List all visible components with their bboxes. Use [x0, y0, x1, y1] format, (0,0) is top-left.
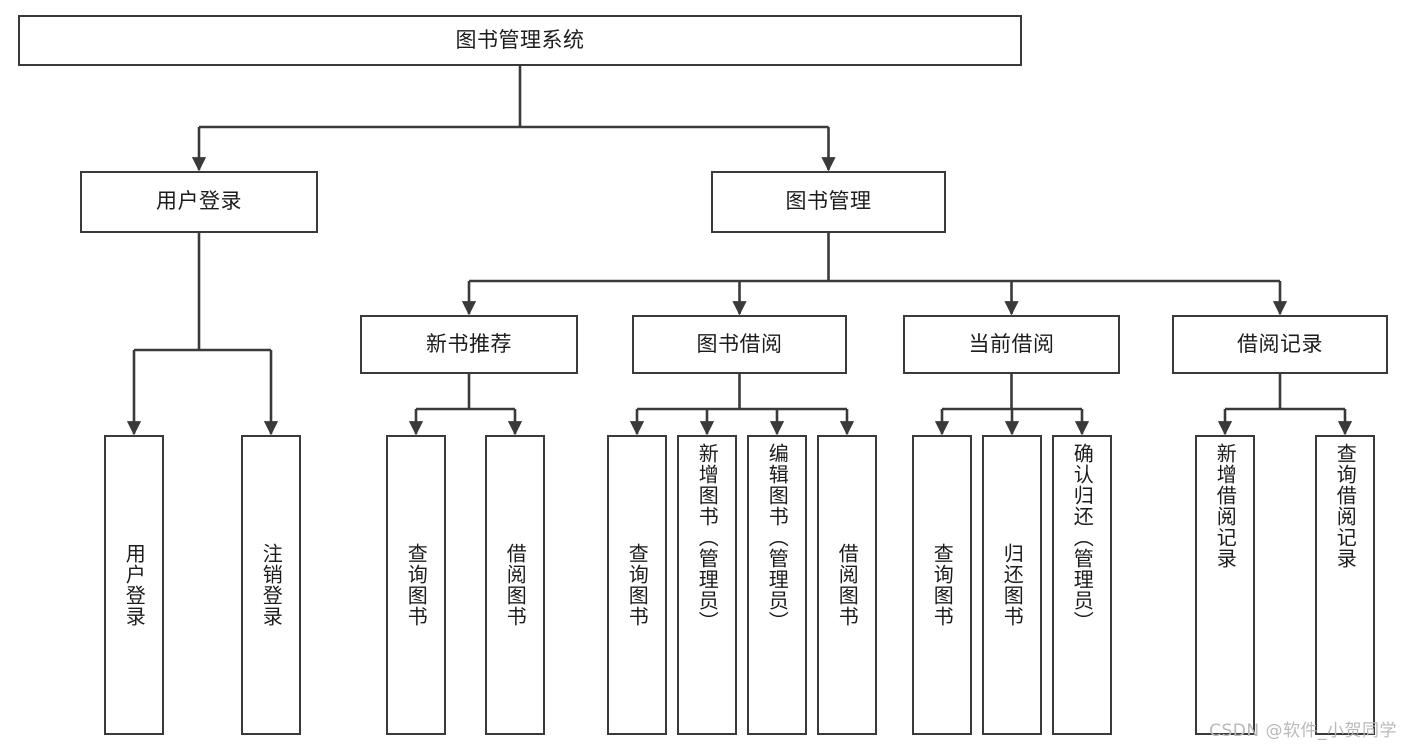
node-leaf-add-borrow-record[interactable]: 新增借阅记录 [1195, 435, 1255, 735]
node-label: 新书推荐 [426, 331, 512, 356]
node-current-borrow[interactable]: 当前借阅 [903, 315, 1120, 374]
node-label: 用户登录 [156, 189, 242, 214]
node-borrow-record[interactable]: 借阅记录 [1172, 315, 1388, 374]
node-label: 当前借阅 [968, 331, 1055, 356]
node-label: 用户登录 [122, 543, 147, 627]
node-label: 借阅图书 [835, 543, 860, 627]
node-label: 注销登录 [259, 543, 284, 627]
node-new-book-recommend[interactable]: 新书推荐 [360, 315, 578, 374]
node-book-borrow[interactable]: 图书借阅 [632, 315, 847, 374]
watermark-text: CSDN @软件_小贺同学 [1209, 721, 1397, 741]
node-leaf-borrow-book[interactable]: 借阅图书 [817, 435, 877, 735]
node-label: 确认归还（管理员） [1070, 443, 1095, 632]
node-user-login[interactable]: 用户登录 [80, 171, 318, 233]
node-book-manage[interactable]: 图书管理 [711, 171, 946, 233]
node-leaf-query-book-current[interactable]: 查询图书 [912, 435, 972, 735]
node-label: 图书管理 [785, 189, 872, 214]
node-label: 借阅图书 [503, 543, 528, 627]
node-leaf-query-book-recommend[interactable]: 查询图书 [386, 435, 446, 735]
node-label: 查询图书 [625, 543, 650, 627]
node-label: 查询图书 [930, 543, 955, 627]
node-label: 查询图书 [404, 543, 429, 627]
node-leaf-query-borrow-record[interactable]: 查询借阅记录 [1315, 435, 1375, 735]
node-leaf-borrow-book-recommend[interactable]: 借阅图书 [485, 435, 545, 735]
node-label: 借阅记录 [1237, 331, 1323, 356]
node-label: 查询借阅记录 [1333, 443, 1358, 569]
node-label: 编辑图书（管理员） [765, 443, 790, 632]
node-label: 新增图书（管理员） [695, 443, 720, 632]
node-leaf-user-login[interactable]: 用户登录 [104, 435, 164, 735]
node-leaf-edit-book[interactable]: 编辑图书（管理员） [747, 435, 807, 735]
node-leaf-query-book-borrow[interactable]: 查询图书 [607, 435, 667, 735]
node-label: 图书借阅 [696, 331, 783, 356]
node-label: 新增借阅记录 [1213, 443, 1238, 569]
node-label: 图书管理系统 [455, 27, 585, 52]
node-leaf-add-book[interactable]: 新增图书（管理员） [677, 435, 737, 735]
node-leaf-confirm-return[interactable]: 确认归还（管理员） [1052, 435, 1112, 735]
node-leaf-return-book[interactable]: 归还图书 [982, 435, 1042, 735]
node-root-book-management-system[interactable]: 图书管理系统 [18, 15, 1022, 66]
node-leaf-user-logout[interactable]: 注销登录 [241, 435, 301, 735]
node-label: 归还图书 [1000, 543, 1025, 627]
